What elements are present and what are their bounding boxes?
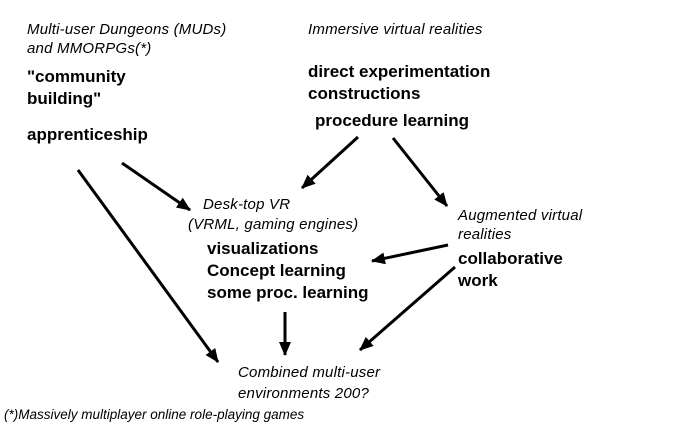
arrow-immersive-to-desktop-vr: [300, 135, 360, 190]
label-constructions: constructions: [308, 84, 421, 103]
footnote-mmorpg-definition: (*)Massively multiplayer online role-pla…: [4, 407, 305, 422]
label-collaborative-work-line1: collaborative: [458, 249, 563, 268]
label-direct-experimentation: direct experimentation: [308, 62, 491, 81]
arrow-immersive-to-augmented: [391, 137, 449, 207]
label-visualizations: visualizations: [207, 239, 319, 258]
node-desktop-vr-title: Desk-top VR: [203, 196, 291, 213]
node-combined-line2: environments 200?: [238, 385, 369, 402]
node-combined-environments: Combined multi-user environments 200?: [238, 362, 380, 404]
node-desktop-vr-subtitle: (VRML, gaming engines): [188, 216, 359, 233]
node-augmented-title-line2: realities: [458, 226, 512, 243]
label-concept-learning: Concept learning: [207, 261, 346, 280]
node-desktop-vr: Desk-top VR (VRML, gaming engines) visua…: [188, 195, 369, 304]
arrow-augmented-to-combined: [359, 265, 456, 352]
node-muds: Multi-user Dungeons (MUDs) and MMORPGs(*…: [27, 20, 226, 146]
label-community-building-line2: building": [27, 89, 102, 108]
arrow-muds-to-desktop-vr: [121, 161, 191, 212]
node-muds-title-line1: Multi-user Dungeons (MUDs): [27, 21, 227, 38]
node-immersive-vr: Immersive virtual realities direct exper…: [308, 20, 490, 132]
node-combined-line1: Combined multi-user: [238, 364, 381, 381]
node-immersive-title: Immersive virtual realities: [308, 21, 483, 38]
label-some-proc-learning: some proc. learning: [207, 283, 369, 302]
node-muds-title-line2: and MMORPGs(*): [27, 40, 152, 57]
label-procedure-learning: procedure learning: [315, 111, 469, 130]
node-augmented-title-line1: Augmented virtual: [458, 207, 583, 224]
label-community-building-line1: "community: [27, 67, 126, 86]
node-augmented-vr: Augmented virtual realities collaborativ…: [458, 206, 582, 292]
arrow-muds-to-combined: [76, 169, 220, 363]
arrow-augmented-to-desktop-vr: [371, 243, 449, 265]
label-apprenticeship: apprenticeship: [27, 125, 148, 144]
label-collaborative-work-line2: work: [458, 271, 498, 290]
